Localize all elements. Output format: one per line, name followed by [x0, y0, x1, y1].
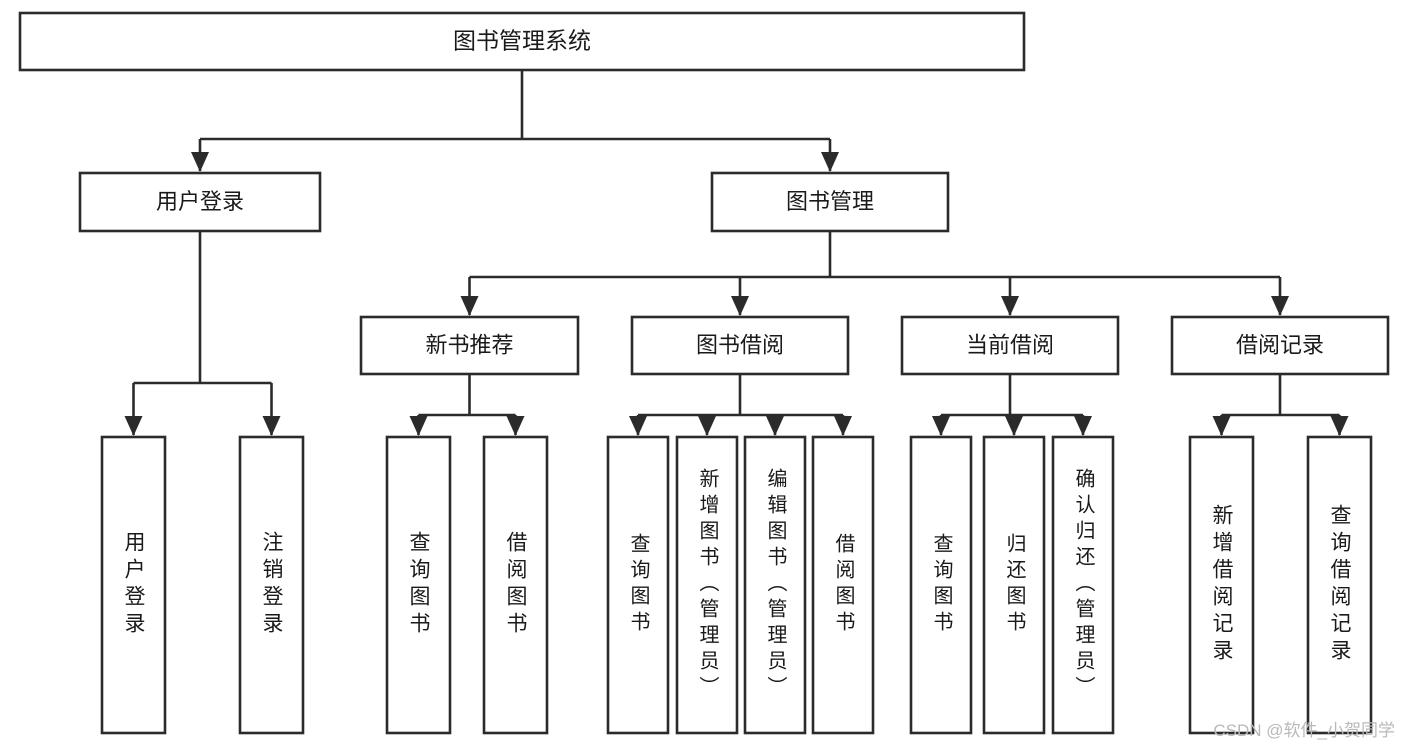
node-box-root — [18, 11, 1026, 72]
node-box-leaf-query-book-3 — [909, 435, 973, 735]
node-box-leaf-return-book — [982, 435, 1046, 735]
node-label-book-borrow: 图书借阅 — [696, 332, 784, 357]
node-box-current-borrow — [900, 315, 1120, 376]
node-box-leaf-confirm-return — [1051, 435, 1115, 735]
node-box-leaf-add-book — [675, 435, 739, 735]
node-label-borrow-record: 借阅记录 — [1236, 332, 1324, 357]
node-label-current-borrow: 当前借阅 — [966, 332, 1054, 357]
node-box-leaf-query-record — [1306, 435, 1373, 735]
node-box-leaf-user-logout — [238, 435, 305, 735]
watermark-text: CSDN @软件_小贺同学 — [1213, 721, 1395, 740]
node-box-leaf-user-login — [100, 435, 167, 735]
node-label-new-book-recommend: 新书推荐 — [425, 332, 513, 357]
node-box-leaf-borrow-book-2 — [811, 435, 875, 735]
node-box-leaf-query-book-1 — [385, 435, 452, 735]
node-box-leaf-add-record — [1188, 435, 1255, 735]
node-box-leaf-query-book-2 — [606, 435, 670, 735]
node-box-new-book-recommend — [359, 315, 580, 376]
node-box-leaf-borrow-book-1 — [482, 435, 549, 735]
node-box-user-login — [78, 171, 322, 233]
node-box-leaf-edit-book — [743, 435, 807, 735]
node-label-book-manage: 图书管理 — [786, 189, 874, 214]
node-label-root: 图书管理系统 — [453, 28, 591, 54]
node-box-borrow-record — [1170, 315, 1390, 376]
connectors-layer — [124, 70, 1349, 436]
node-box-book-borrow — [630, 315, 850, 376]
node-box-book-manage — [710, 171, 950, 233]
boxes-layer — [18, 11, 1390, 735]
node-label-user-login: 用户登录 — [156, 189, 244, 214]
